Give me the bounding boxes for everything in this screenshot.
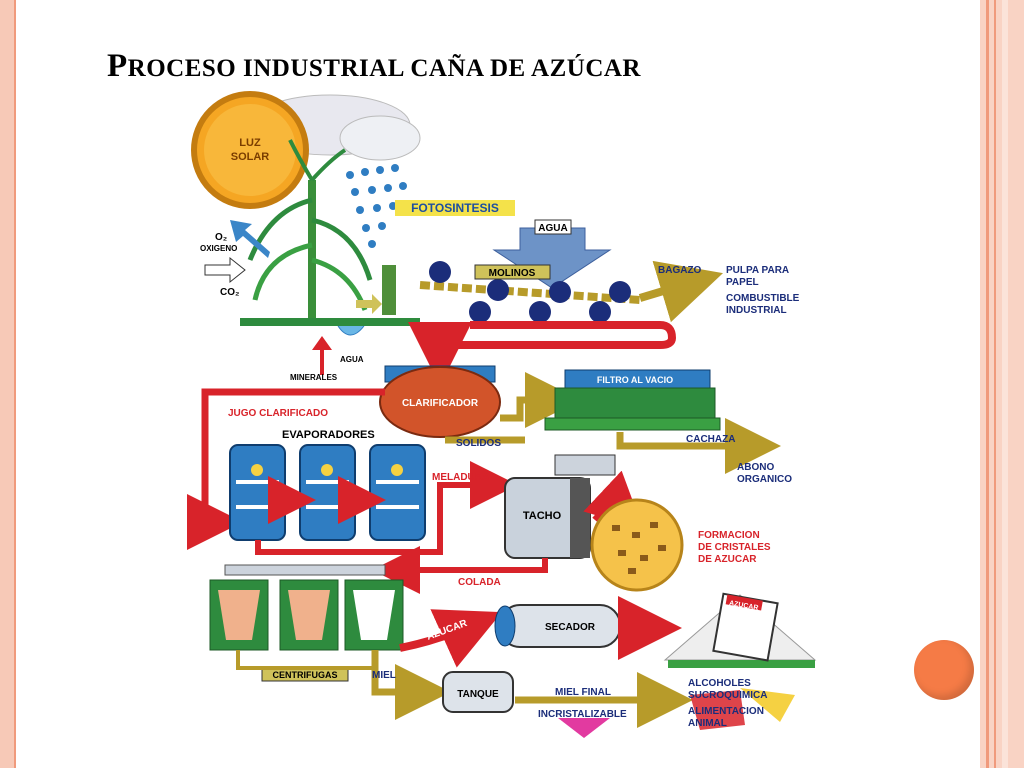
fertilizer-label-2: ORGANICO	[737, 474, 792, 485]
mills-label: MOLINOS	[489, 268, 536, 279]
clarified-juice-pipe	[187, 388, 385, 550]
sugar-pile-base	[668, 660, 815, 668]
molasses-use-3: ALIMENTACION	[688, 706, 764, 717]
oxygen-arrow-icon	[230, 220, 270, 258]
solids-arrow	[500, 372, 581, 428]
centrifuges-label: CENTRIFUGAS	[273, 670, 338, 680]
molasses-label: MIEL	[372, 670, 396, 681]
sun-label-1: LUZ	[239, 137, 261, 149]
juice-pipe	[408, 321, 677, 386]
sun-label-2: SOLAR	[231, 151, 270, 163]
water-in-label: AGUA	[538, 223, 567, 234]
decorative-orange-circle	[914, 640, 974, 700]
dryer-drum	[494, 604, 621, 648]
filter-cake-label: CACHAZA	[686, 434, 735, 445]
bagasse-use-4: INDUSTRIAL	[726, 305, 787, 316]
slide-title: PROCESO INDUSTRIAL CAÑA DE AZÚCAR	[107, 48, 641, 84]
left-frame-border	[0, 0, 16, 768]
photosynthesis-tag	[395, 200, 515, 216]
solids-label: SOLIDOS	[456, 438, 501, 449]
red-splash-icon	[690, 690, 745, 730]
massecuite-pipe	[372, 546, 548, 594]
centrifuges	[209, 564, 404, 651]
sugar-pipe	[399, 609, 502, 668]
syrup-pipe	[255, 461, 518, 555]
oxygen-word: OXIGENO	[200, 244, 237, 253]
uncrystallizable-label: INCRISTALIZABLE	[538, 709, 627, 720]
crystals-label-2: DE CRISTALES	[698, 542, 771, 553]
molasses-use-1: ALCOHOLES	[688, 678, 751, 689]
right-frame-border	[980, 0, 1024, 768]
juice-label: JUGO O GUARAPO	[519, 332, 612, 343]
rain-drops-icon	[346, 164, 407, 248]
tank-label: TANQUE	[457, 689, 499, 700]
syrup-label: MELADURA	[432, 472, 489, 483]
filter-cake-arrow	[616, 418, 781, 474]
minerals-arrow-icon	[312, 336, 332, 375]
pan-label: TACHO	[523, 510, 562, 522]
molasses-use-2: SUCROQUIMICA	[688, 690, 767, 701]
fertilizer-label-1: ABONO	[737, 462, 774, 473]
molasses-use-4: ANIMAL	[688, 718, 727, 729]
vacuum-pan	[504, 454, 616, 559]
mills-tag	[474, 264, 551, 280]
tank-icon	[442, 671, 514, 713]
crystals-label-3: DE AZUCAR	[698, 554, 757, 565]
bagasse-arrow	[638, 260, 723, 323]
molasses-pipe	[371, 650, 451, 720]
yellow-splash-icon	[740, 688, 795, 722]
vacuum-filter-label: FILTRO AL VACIO	[597, 375, 673, 385]
bagasse-use-1: PULPA PARA	[726, 265, 789, 276]
sugar-bag-icon	[712, 592, 779, 662]
pink-triangle-icon	[558, 718, 610, 738]
evaporators-vessels	[229, 444, 426, 541]
photosynthesis-label: FOTOSINTESIS	[411, 201, 499, 215]
vacuum-filter-unit	[544, 369, 721, 431]
water-pool	[337, 325, 365, 336]
minerals-label: MINERALES	[290, 373, 338, 382]
cut-cane-stalks	[382, 265, 396, 315]
sugar-crystals-icon	[590, 498, 684, 592]
to-mills-arrow	[356, 294, 382, 314]
massecuite-label: COLADA	[458, 577, 501, 588]
bagasse-label: BAGAZO	[658, 265, 702, 276]
co2-label: CO₂	[220, 287, 239, 298]
molasses-collector	[236, 650, 375, 670]
water-soil-label: AGUA	[340, 355, 364, 364]
clarifier-tank	[379, 365, 501, 438]
clarifier-label: CLARIFICADOR	[402, 398, 479, 409]
crystals-label-1: FORMACION	[698, 530, 760, 541]
water-in-arrow	[492, 227, 612, 289]
final-molasses-label: MIEL FINAL	[555, 687, 611, 698]
bagasse-use-2: PAPEL	[726, 277, 759, 288]
mills-rollers	[419, 261, 641, 323]
evaporators-label: EVAPORADORES	[282, 429, 375, 441]
dryer-label: SECADOR	[545, 622, 596, 633]
oxygen-label: O₂	[215, 232, 227, 243]
co2-arrow-icon	[204, 256, 246, 284]
ground-strip	[240, 318, 420, 326]
bagasse-use-3: COMBUSTIBLE	[726, 293, 800, 304]
clarified-juice-label: JUGO CLARIFICADO	[228, 408, 328, 419]
